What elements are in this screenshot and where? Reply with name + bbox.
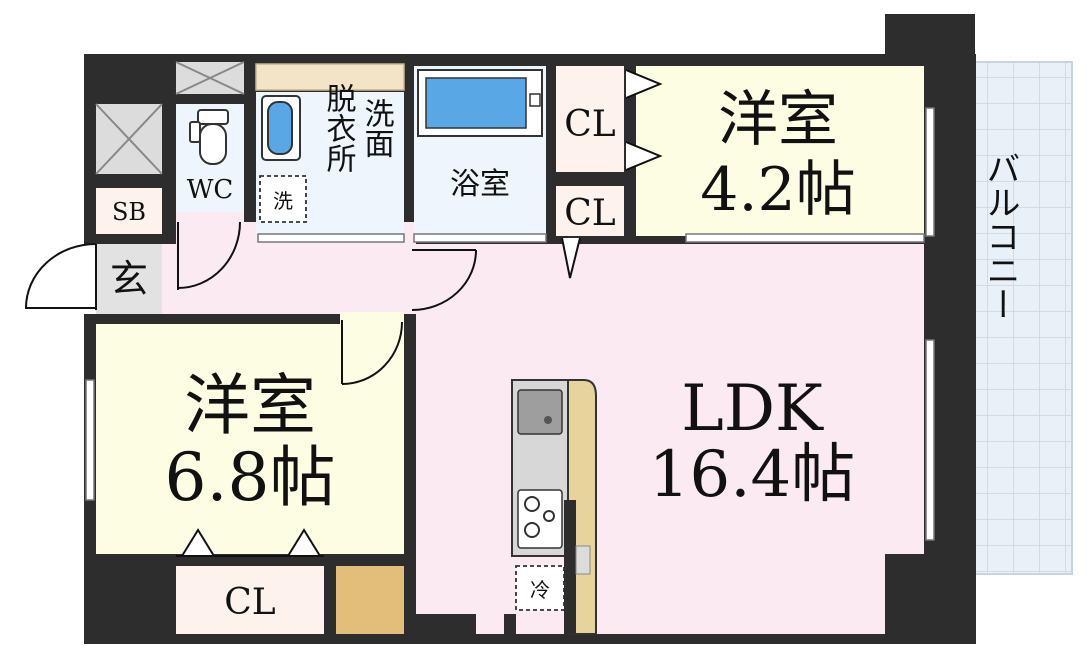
closet-upper-label: CL (564, 104, 616, 145)
window-ldk (925, 339, 935, 541)
entrance-door[interactable] (24, 243, 97, 310)
fridge-tag: 冷 (530, 578, 550, 602)
ldk-door[interactable] (411, 249, 477, 311)
window-north-room (685, 107, 935, 243)
western-south-name: 洋室 (184, 367, 316, 444)
wc-door[interactable] (177, 221, 241, 290)
shaft-top (175, 61, 245, 95)
closet-south-label: CL (224, 582, 276, 623)
western-south-size: 6.8帖 (165, 439, 336, 516)
western-north-size: 4.2帖 (700, 155, 855, 225)
kitchen-pillar (564, 500, 576, 634)
room-western-south (96, 324, 404, 554)
balcony-label: バルコニー (980, 151, 1020, 321)
shaft-upper-left (95, 103, 163, 175)
fridge-icon: 冷 (515, 565, 565, 611)
dressing-label-col2: 洗面 (359, 98, 394, 158)
washer-icon: 洗 (259, 175, 307, 223)
skylight-strip (255, 63, 405, 91)
closet-south-doors[interactable] (176, 528, 324, 557)
wc-label: WC (187, 175, 234, 205)
shoe-box-label: SB (112, 198, 146, 226)
toilet-icon (189, 109, 229, 165)
wall-column-bottom-right (885, 554, 975, 644)
closet-south-floor (176, 566, 324, 634)
entrance-step-gap (162, 244, 176, 314)
dressing-label-col1: 脱衣所 (321, 83, 357, 173)
sliding-doors-dressing (257, 233, 547, 243)
ldk-bottom-wall-left (416, 614, 476, 634)
room-ldk (416, 244, 924, 634)
closet-upper-doors[interactable] (625, 69, 663, 171)
wc-door-gap (176, 212, 244, 224)
bath-label: 浴室 (450, 167, 510, 202)
ldk-bottom-wall-mid (504, 614, 516, 634)
ldk-name: LDK (681, 372, 824, 446)
western-north-name: 洋室 (718, 85, 838, 155)
closet-lower-door[interactable] (561, 237, 581, 279)
washer-tag: 洗 (273, 189, 293, 213)
entrance-opening (24, 244, 96, 314)
storage-wood (336, 566, 404, 634)
room-western-north (636, 66, 924, 236)
entrance-label: 玄 (110, 257, 148, 301)
ldk-size: 16.4帖 (649, 438, 856, 512)
western-south-door-gap (340, 312, 404, 324)
basin-icon (261, 95, 301, 161)
window-south-room (85, 379, 95, 501)
kitchen-duct (575, 545, 591, 575)
closet-upper-floor (556, 66, 624, 172)
entrance-floor (96, 244, 162, 314)
closet-lower-label: CL (564, 193, 616, 234)
western-south-door[interactable] (341, 320, 403, 385)
bathtub-icon (417, 69, 543, 137)
shoe-box-floor (96, 188, 162, 234)
ldk-door-gap (404, 248, 416, 312)
closet-lower-floor (556, 186, 624, 236)
